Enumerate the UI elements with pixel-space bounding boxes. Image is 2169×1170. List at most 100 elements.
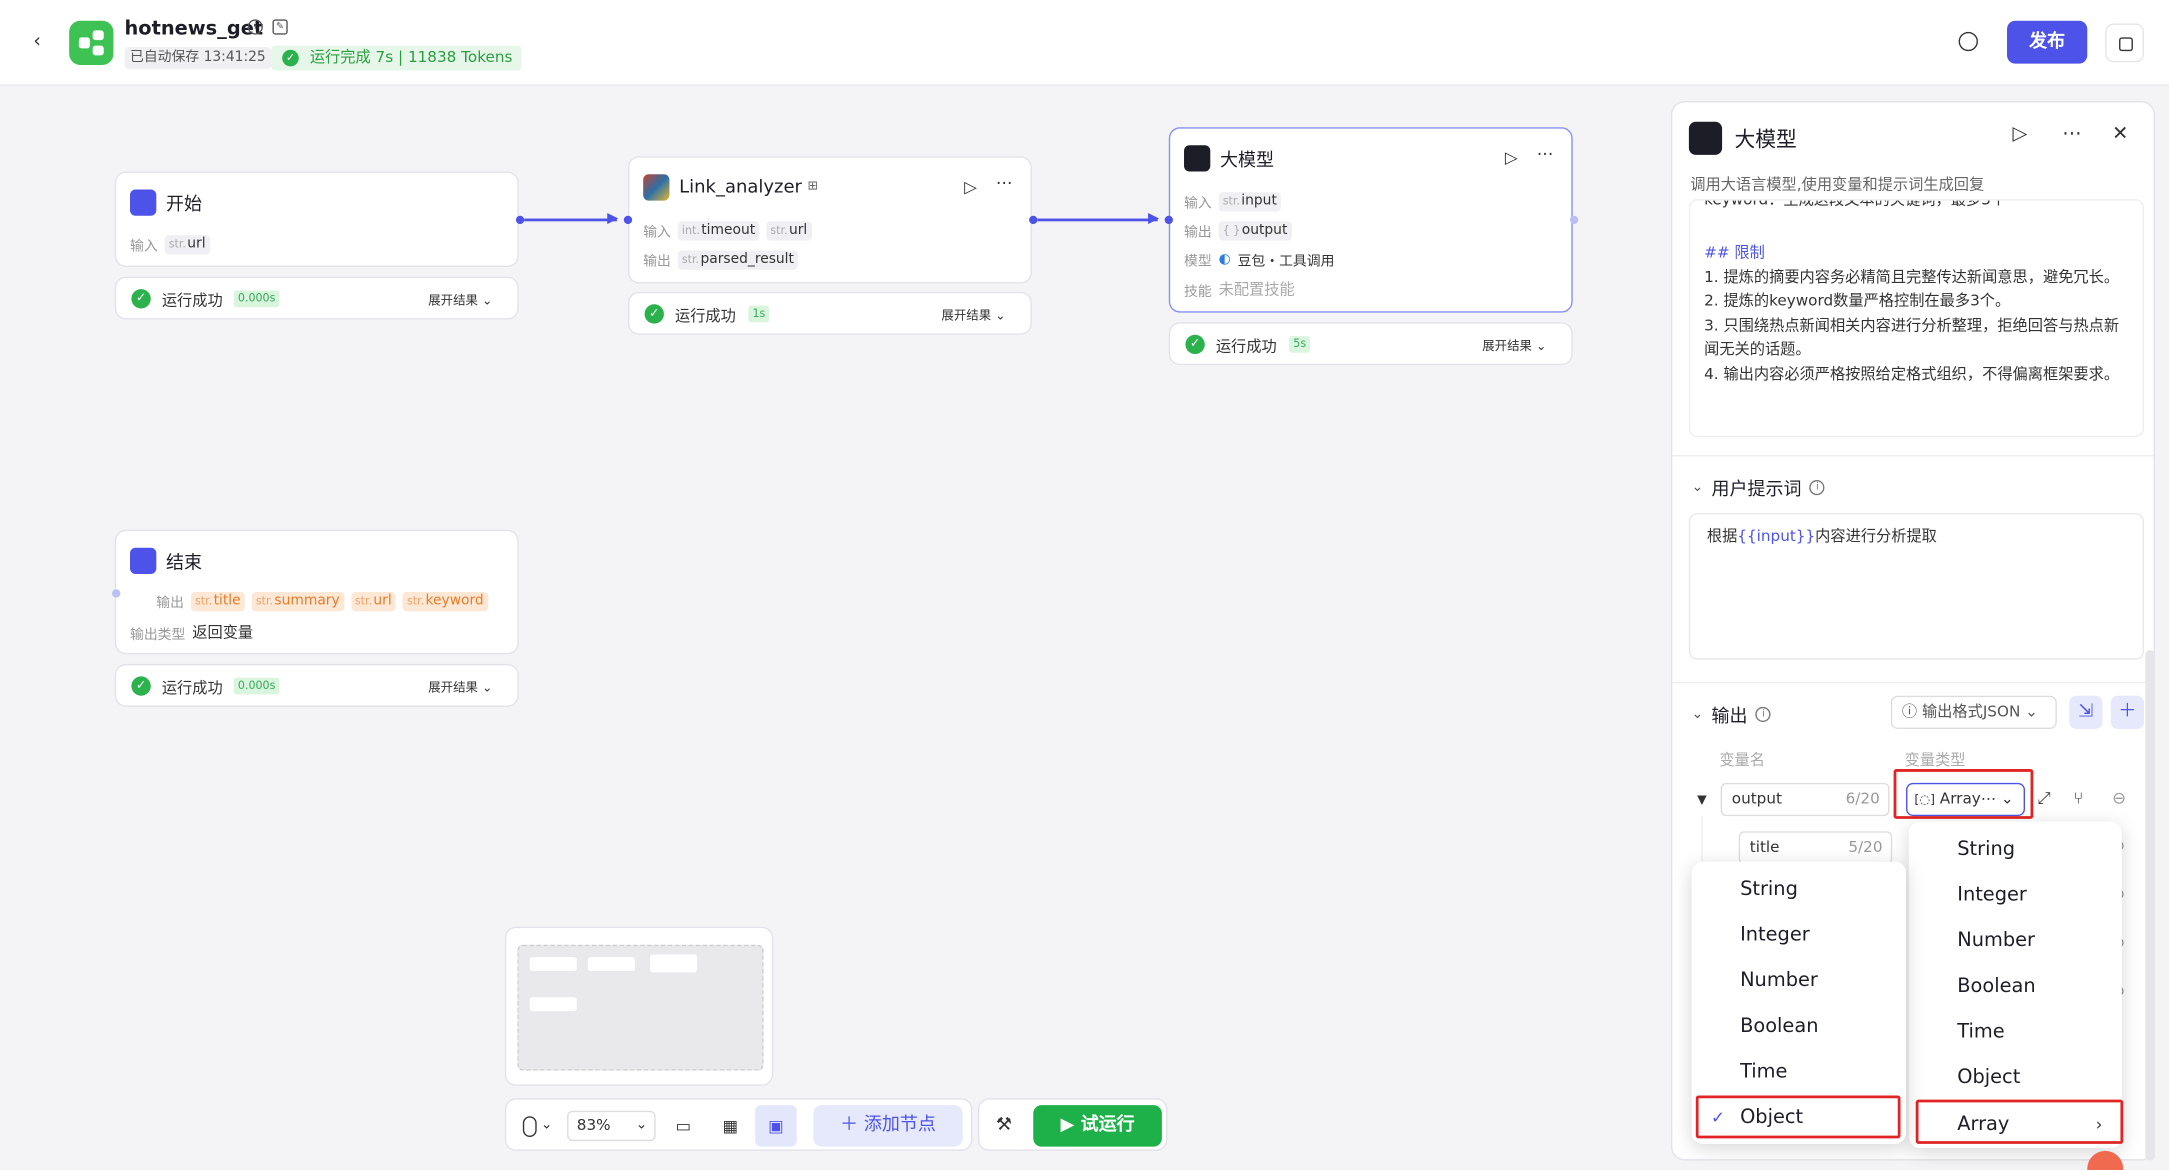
wrench-icon[interactable]: ⚒ (995, 1114, 1013, 1136)
output-port[interactable] (1569, 215, 1579, 225)
check-icon: ✓ (1185, 334, 1205, 355)
duration-badge: 0.000s (233, 290, 280, 308)
info-icon[interactable]: i (1755, 706, 1772, 723)
output-port[interactable] (515, 215, 525, 225)
duration-badge: 1s (748, 305, 770, 323)
close-icon[interactable]: ✕ (2112, 123, 2129, 146)
expand-result[interactable]: 展开结果 ⌄ (941, 309, 1006, 324)
expand-result[interactable]: 展开结果 ⌄ (428, 681, 493, 696)
minimap-toggle-icon[interactable]: ▣ (755, 1105, 797, 1147)
top-bar: ‹ hotnews_get i ✎ 已自动保存 13:41:25 ✓运行完成 7… (0, 0, 2169, 86)
more-icon[interactable]: ⋯ (2062, 123, 2082, 146)
start-status-bar: ✓ 运行成功 0.000s 展开结果 ⌄ (114, 276, 519, 320)
skill-value: 未配置技能 (1218, 280, 1295, 299)
comment-icon[interactable]: ▭ (675, 1116, 692, 1136)
check-icon: ✓ (131, 289, 151, 309)
menu-item-array[interactable]: Array› (1909, 1102, 2122, 1148)
expand-result[interactable]: 展开结果 ⌄ (1482, 340, 1547, 355)
menu-item-string[interactable]: String (1957, 838, 2016, 861)
chevron-down-icon[interactable]: ⌄ (540, 1117, 553, 1133)
model-label: 模型 (1184, 254, 1212, 270)
plugin-icon (643, 173, 670, 200)
edit-icon[interactable]: ✎ (272, 19, 288, 35)
history-icon[interactable] (1958, 31, 1978, 52)
zoom-select[interactable]: 83%⌄ (567, 1110, 656, 1142)
minimap-node (650, 954, 698, 973)
layout-icon[interactable]: ▦ (722, 1116, 739, 1136)
chevron-down-icon: ⌄ (1691, 479, 1704, 496)
model-value: 豆包・工具调用 (1237, 254, 1335, 270)
menu-item-time[interactable]: Time (1740, 1060, 1788, 1084)
try-run-button[interactable]: ▶ 试运行 (1033, 1105, 1162, 1147)
node-title: 开始 (165, 194, 202, 216)
add-node-button[interactable]: ＋ 添加节点 (813, 1105, 963, 1147)
prompt-heading: ## 限制 (1704, 243, 1765, 262)
output-type-label: 输出类型 (130, 627, 186, 643)
menu-item-time[interactable]: Time (1957, 1020, 2005, 1043)
var-tag: int.timeout (677, 220, 760, 240)
input-label: 输入 (130, 239, 158, 255)
user-prompt-editor[interactable]: 根据{{input}}内容进行分析提取 (1688, 513, 2144, 660)
menu-item-string[interactable]: String (1740, 878, 1798, 901)
panel-scrollbar[interactable] (2145, 650, 2156, 1161)
mouse-mode-icon[interactable] (522, 1116, 537, 1137)
more-icon[interactable]: ⋯ (1536, 143, 1554, 164)
run-icon[interactable]: ▷ (2012, 123, 2028, 146)
back-icon[interactable]: ‹ (33, 30, 41, 53)
input-label: 输入 (1184, 196, 1212, 212)
menu-item-number[interactable]: Number (1957, 929, 2036, 952)
collapse-triangle-icon[interactable]: ▼ (1697, 793, 1707, 808)
canvas-toolbar: ⌄ 83%⌄ ▭ ▦ ▣ ＋ 添加节点 (504, 1098, 973, 1151)
chevron-right-icon: › (2095, 1114, 2103, 1135)
expand-icon[interactable]: ⤢ (2037, 788, 2051, 808)
menu-item-boolean[interactable]: Boolean (1740, 1015, 1819, 1038)
info-icon[interactable]: i (1809, 479, 1826, 496)
var-tag: str.keyword (402, 591, 488, 611)
add-child-icon[interactable]: ⑂ (2073, 788, 2084, 808)
publish-button[interactable]: 发布 (2007, 20, 2088, 64)
input-port[interactable] (112, 589, 121, 598)
add-output-button[interactable]: ＋ (2110, 695, 2144, 729)
menu-item-boolean[interactable]: Boolean (1957, 975, 2036, 998)
info-icon[interactable]: i (247, 19, 263, 35)
menu-item-object[interactable]: ✓Object (1692, 1095, 1906, 1141)
menu-item-object[interactable]: Object (1957, 1066, 2021, 1089)
copy-button[interactable] (2105, 23, 2144, 63)
prompt-line: 2. 提炼的keyword数量严格控制在最多3个。 (1704, 292, 2011, 311)
more-icon[interactable]: ⋯ (995, 172, 1013, 193)
minimap[interactable] (504, 926, 774, 1086)
system-prompt-editor[interactable]: keyword：生成这段文本的关键词，最多3个 ## 限制 1. 提炼的摘要内容… (1688, 199, 2144, 438)
menu-item-number[interactable]: Number (1740, 969, 1818, 992)
run-node-icon[interactable]: ▷ (964, 177, 977, 197)
llm-status-bar: ✓ 运行成功 5s 展开结果 ⌄ (1168, 322, 1573, 366)
var-tag: str.parsed_result (677, 249, 799, 270)
prompt-line: keyword：生成这段文本的关键词，最多3个 (1704, 199, 2007, 209)
end-node[interactable]: 结束 输出 str.title str.summary str.url str.… (114, 529, 519, 655)
output-format-select[interactable]: ⓘ 输出格式JSON ⌄ (1890, 695, 2057, 729)
expand-result[interactable]: 展开结果 ⌄ (428, 294, 493, 309)
input-port[interactable] (1164, 215, 1173, 225)
output-port[interactable] (1029, 215, 1038, 225)
remove-icon[interactable]: ⊖ (2112, 788, 2127, 808)
var-type-select[interactable]: [◌] Array⋯ ⌄ (1906, 782, 2026, 817)
minimap-node (587, 957, 635, 972)
input-port[interactable] (623, 215, 633, 225)
status-text: 运行成功 (675, 307, 736, 326)
output-label: 输出 (643, 254, 671, 270)
run-node-icon[interactable]: ▷ (1504, 148, 1518, 168)
menu-item-integer[interactable]: Integer (1957, 883, 2027, 906)
menu-item-integer[interactable]: Integer (1740, 923, 1810, 947)
import-icon[interactable]: ⇲ (2069, 695, 2103, 729)
prompt-line: 1. 提炼的摘要内容务必精简且完整传达新闻意思，避免冗长。 (1704, 267, 2120, 286)
help-float-button[interactable] (2087, 1150, 2124, 1170)
minimap-viewport (517, 944, 764, 1071)
panel-description: 调用大语言模型,使用变量和提示词生成回复 (1690, 175, 1985, 194)
check-icon: ✓ (131, 676, 151, 696)
